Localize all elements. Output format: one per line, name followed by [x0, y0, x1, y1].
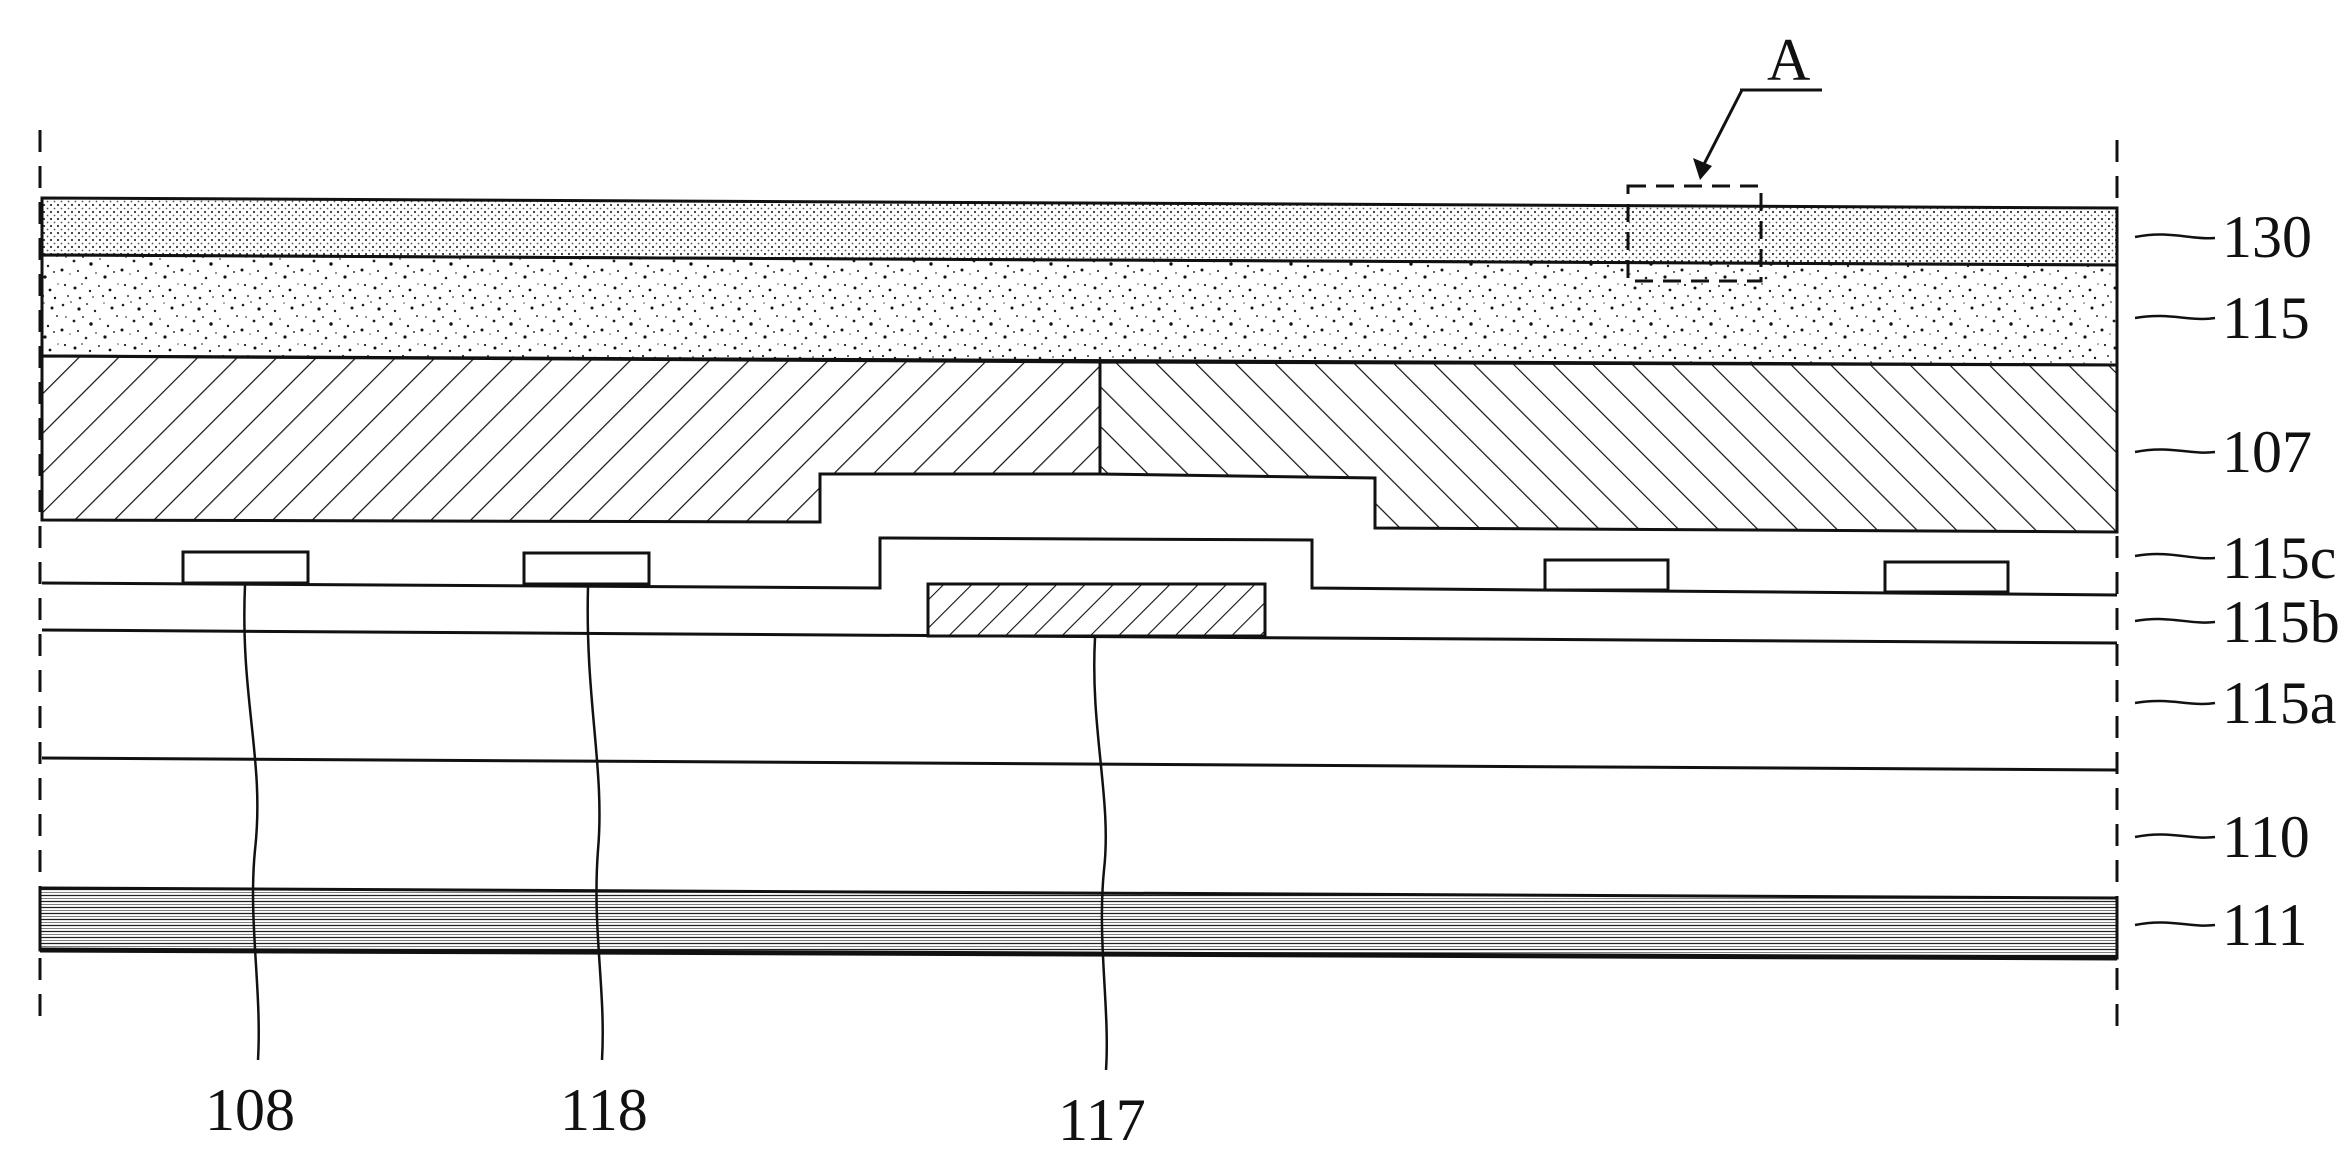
- layer-130: [42, 198, 2117, 265]
- leader-115c: [2135, 554, 2215, 558]
- label-115c: 115c: [2222, 525, 2336, 591]
- layer-115a-lower-boundary: [42, 758, 2117, 770]
- label-115a: 115a: [2222, 670, 2336, 736]
- layer-111: [40, 888, 2117, 958]
- electrode-right-2: [1885, 562, 2008, 592]
- label-115b: 115b: [2222, 589, 2340, 655]
- leader-115b: [2135, 619, 2215, 623]
- label-118: 118: [560, 1077, 648, 1143]
- leader-117: [1094, 638, 1107, 1070]
- label-130: 130: [2222, 204, 2312, 270]
- layer-107-right-electrode: [1100, 362, 2117, 532]
- gate-117: [928, 584, 1265, 636]
- leader-130: [2135, 234, 2215, 238]
- label-115: 115: [2222, 285, 2310, 351]
- detail-a-leader: [1700, 90, 1742, 172]
- detail-a-label: A: [1767, 27, 1810, 93]
- label-107: 107: [2222, 419, 2312, 485]
- electrode-right-1: [1545, 560, 1668, 590]
- leader-118: [588, 587, 603, 1060]
- leader-110: [2135, 834, 2215, 837]
- layer-115: [42, 255, 2117, 365]
- leader-115: [2135, 316, 2215, 319]
- leader-107: [2135, 449, 2215, 452]
- leader-111: [2135, 922, 2215, 925]
- detail-a-arrowhead: [1693, 158, 1712, 180]
- label-110: 110: [2222, 804, 2310, 870]
- leader-108: [244, 585, 258, 1060]
- label-111: 111: [2222, 892, 2308, 958]
- layer-107-left-electrode: [42, 356, 1100, 522]
- electrode-108: [183, 552, 308, 583]
- electrode-118: [524, 553, 649, 584]
- label-117: 117: [1058, 1087, 1146, 1153]
- label-108: 108: [205, 1077, 295, 1143]
- leader-115a: [2135, 701, 2215, 704]
